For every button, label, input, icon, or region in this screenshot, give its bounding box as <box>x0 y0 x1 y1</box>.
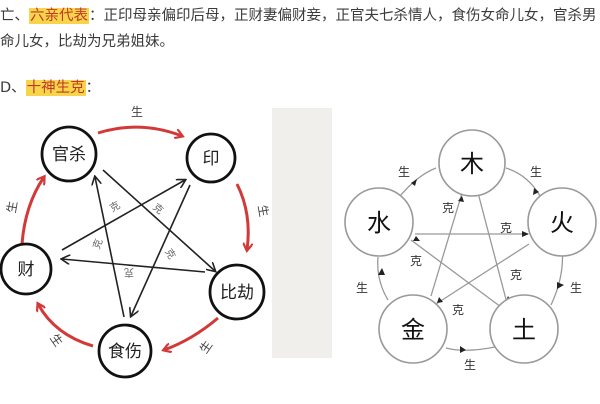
svg-text:克: 克 <box>91 237 106 251</box>
svg-text:土: 土 <box>512 316 536 344</box>
highlight-six-relatives: 六亲代表 <box>29 8 89 24</box>
svg-text:克: 克 <box>510 268 522 282</box>
svg-text:克: 克 <box>410 254 422 268</box>
colon: ： <box>85 80 101 96</box>
node-guansha <box>40 125 98 183</box>
six-relatives-text: ：正印母亲偏印后母，正财妻偏财妾，正官夫七杀情人，食伤女命儿女，官杀男 <box>89 8 597 24</box>
svg-text:生: 生 <box>255 204 271 218</box>
ten-gods-diagram: 生 生 生 生 生 克 克 克 克 克 官杀 印 比劫 食伤 财 <box>0 103 272 400</box>
list-marker: D、 <box>0 80 26 96</box>
svg-text:木: 木 <box>460 150 484 178</box>
svg-text:克: 克 <box>452 303 464 317</box>
svg-text:生: 生 <box>197 338 215 356</box>
sheng-label: 生 <box>131 105 143 119</box>
six-relatives-line: 亡、六亲代表：正印母亲偏印后母，正财妻偏财妾，正官夫七杀情人，食伤女命儿女，官杀… <box>0 6 597 26</box>
svg-text:印: 印 <box>203 149 220 169</box>
highlight-ten-gods: 十神生克 <box>25 80 86 96</box>
svg-text:生: 生 <box>398 165 410 179</box>
svg-text:生: 生 <box>530 165 542 179</box>
svg-text:比劫: 比劫 <box>220 283 254 303</box>
six-relatives-line-continued: 命儿女，比劫为兄弟姐妹。 <box>0 34 174 50</box>
list-marker: 亡、 <box>0 8 29 24</box>
svg-text:生: 生 <box>464 358 476 372</box>
svg-text:财: 财 <box>18 260 35 280</box>
svg-text:水: 水 <box>367 209 391 237</box>
sheng-arrows <box>20 125 248 350</box>
svg-text:生: 生 <box>4 200 20 214</box>
svg-text:克: 克 <box>500 221 512 235</box>
svg-text:金: 金 <box>401 316 425 344</box>
image-border-strip <box>272 108 332 358</box>
svg-text:克: 克 <box>108 199 123 214</box>
svg-text:生: 生 <box>356 281 368 295</box>
five-elements-diagram: 生 生 生 生 生 克 克 克 克 克 木 火 土 金 水 <box>332 108 600 400</box>
svg-text:生: 生 <box>570 281 582 295</box>
ten-gods-heading: D、十神生克： <box>0 78 100 98</box>
node-label-guansha: 官杀 <box>52 145 86 165</box>
svg-text:火: 火 <box>550 209 574 237</box>
svg-text:克: 克 <box>124 266 134 278</box>
svg-text:生: 生 <box>47 331 65 349</box>
svg-text:克: 克 <box>162 247 177 262</box>
svg-text:食伤: 食伤 <box>108 342 142 362</box>
svg-text:克: 克 <box>442 201 454 215</box>
ke-arrows <box>62 169 215 317</box>
